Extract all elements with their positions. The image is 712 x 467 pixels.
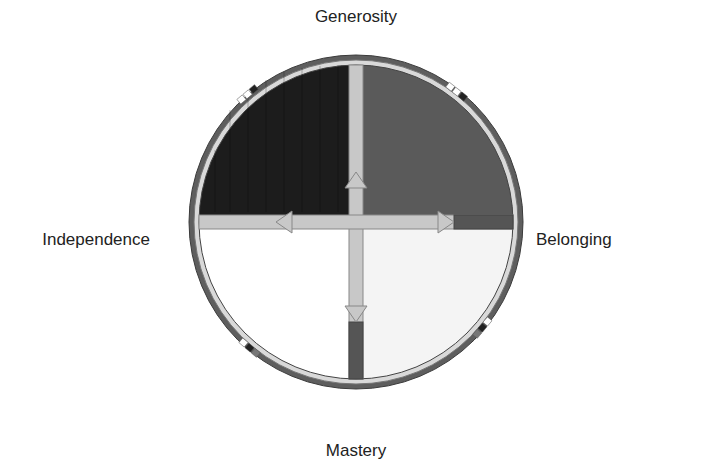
direction-label: Belonging [536, 230, 612, 249]
arrowhead-down [345, 306, 367, 322]
quadrant-black [199, 65, 356, 222]
arrowhead-up [345, 172, 367, 188]
cross-horizontal [199, 215, 513, 229]
label-anchor: Generosity [315, 7, 397, 27]
quadrant-white [199, 222, 356, 379]
wood-texture [215, 65, 338, 212]
ring-mark [239, 338, 260, 357]
quadrant-grey [356, 65, 513, 222]
ring-mark [446, 82, 468, 101]
label-anchor: Mastery [326, 441, 386, 461]
ring-mark [237, 85, 258, 104]
direction-label: Mastery [326, 441, 386, 460]
cross-dark-segment [454, 215, 513, 229]
cross-dark-segment [349, 322, 363, 379]
arrowhead-right [438, 211, 454, 233]
arrowhead-left [276, 211, 292, 233]
direction-label: Independence [42, 230, 150, 249]
inner-ring [194, 60, 518, 384]
outer-ring [189, 55, 523, 389]
label-anchor: Belonging [536, 230, 612, 250]
quadrant-light [356, 222, 513, 379]
direction-label: Generosity [315, 7, 397, 26]
ring-mark [473, 317, 492, 338]
label-anchor: Independence [42, 230, 150, 250]
